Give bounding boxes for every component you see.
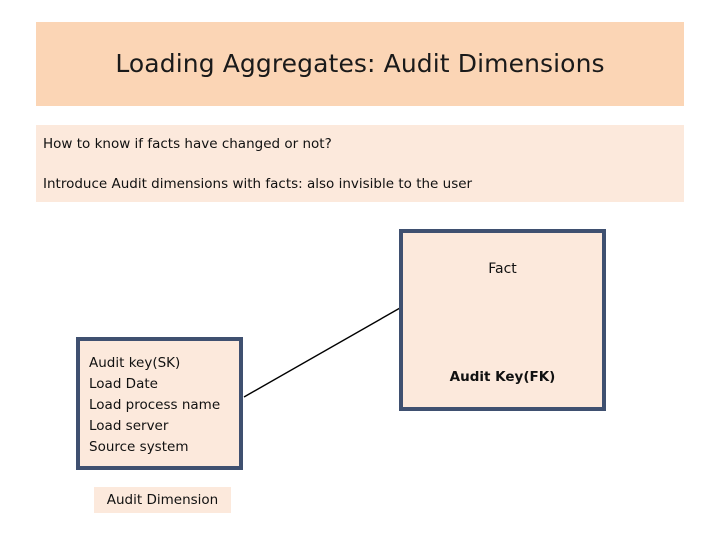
fact-entity-audit-key: Audit Key(FK) xyxy=(449,369,556,385)
connector-segment xyxy=(243,307,401,398)
audit-dimension-caption-box: Audit Dimension xyxy=(94,487,231,513)
body-line-2: Introduce Audit dimensions with facts: a… xyxy=(43,176,473,193)
page-title: Loading Aggregates: Audit Dimensions xyxy=(115,49,605,79)
slide-body-band: How to know if facts have changed or not… xyxy=(36,125,684,202)
fact-entity-title: Fact xyxy=(488,261,517,277)
audit-attribute-surrogate-key: Audit key(SK) xyxy=(89,355,181,371)
audit-attribute-load-process-name: Load process name xyxy=(89,397,221,413)
audit-attribute-source-system: Source system xyxy=(89,439,189,455)
audit-dimension-entity-box[interactable]: Audit key(SK) Load Date Load process nam… xyxy=(76,337,243,470)
audit-attribute-load-server: Load server xyxy=(89,418,169,434)
slide-title-band: Loading Aggregates: Audit Dimensions xyxy=(36,22,684,106)
body-line-1: How to know if facts have changed or not… xyxy=(43,136,332,152)
audit-dimension-caption-text: Audit Dimension xyxy=(106,492,219,508)
audit-attribute-load-date: Load Date xyxy=(89,376,158,392)
fact-entity-box[interactable]: Fact Audit Key(FK) xyxy=(399,229,606,411)
